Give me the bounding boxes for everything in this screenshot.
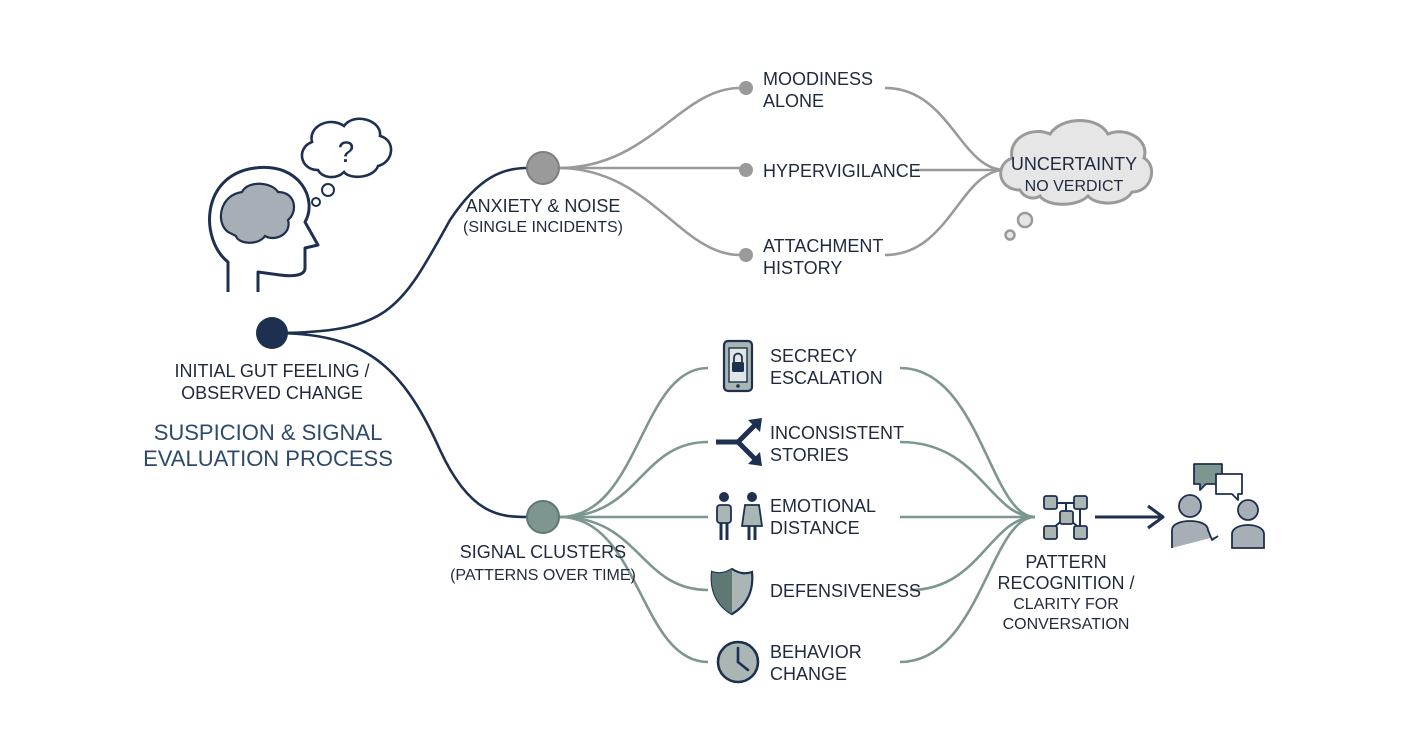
pattern-label-line1: PATTERN: [1025, 552, 1106, 572]
noise-node: [526, 151, 560, 185]
connector-moodiness-to-cloud: [884, 86, 1006, 172]
signals-node: [526, 500, 560, 534]
connector-inconsistent-to-pattern: [899, 440, 1036, 519]
signals-label-line2: (PATTERNS OVER TIME): [450, 567, 636, 584]
secrecy-label-line2: ESCALATION: [770, 368, 883, 388]
behavior-label-line1: BEHAVIOR: [770, 642, 862, 662]
page-title-line2: EVALUATION PROCESS: [143, 446, 393, 471]
attachment-label-line1: ATTACHMENT: [763, 236, 883, 256]
defensiveness-label: DEFENSIVENESS: [770, 581, 921, 601]
connector-noise-to-attachment: [557, 166, 741, 257]
hypervigilance-dot: [739, 163, 753, 177]
connector-signals-to-defensiveness: [559, 515, 709, 592]
emotional-label-line1: EMOTIONAL: [770, 496, 876, 516]
question-cloud-icon: [300, 117, 393, 179]
moodiness-label-line1: MOODINESS: [763, 69, 873, 89]
start-node: [256, 317, 288, 349]
uncertainty-cloud: UNCERTAINTY NO VERDICT: [999, 119, 1154, 241]
uncertainty-label-line1: UNCERTAINTY: [1011, 154, 1137, 174]
connector-defensiveness-to-pattern: [909, 515, 1036, 592]
pattern-network-icon: [1043, 495, 1088, 540]
phone-lock-icon: [722, 339, 754, 393]
cloud-icon: [999, 119, 1154, 206]
connector-attachment-to-cloud: [884, 168, 1006, 257]
connector-behavior-to-pattern: [899, 515, 1036, 664]
attachment-dot: [739, 248, 753, 262]
inconsistent-label-line2: STORIES: [770, 445, 849, 465]
attachment-label-line2: HISTORY: [763, 258, 842, 278]
connector-signals-to-inconsistent: [559, 440, 709, 519]
shield-icon: [710, 567, 754, 616]
noise-label-line1: ANXIETY & NOISE: [466, 196, 621, 216]
start-label-line1: INITIAL GUT FEELING /: [174, 361, 369, 381]
moodiness-dot: [739, 81, 753, 95]
emotional-label-line2: DISTANCE: [770, 518, 860, 538]
signals-label-line1: SIGNAL CLUSTERS: [460, 542, 626, 562]
hypervigilance-label: HYPERVIGILANCE: [763, 161, 921, 181]
diverging-arrows-icon: [716, 418, 762, 466]
connector-start-to-noise: [271, 166, 528, 335]
two-people-icon: [716, 492, 764, 540]
moodiness-label-line2: ALONE: [763, 91, 824, 111]
behavior-label-line2: CHANGE: [770, 664, 847, 684]
connector-signals-to-secrecy: [559, 366, 709, 519]
pattern-label-line2: RECOGNITION /: [997, 573, 1134, 593]
connector-secrecy-to-pattern: [899, 366, 1036, 519]
connector-start-to-signals: [271, 331, 528, 519]
start-label-line2: OBSERVED CHANGE: [181, 383, 363, 403]
connectors: [271, 86, 1165, 664]
inconsistent-label-line1: INCONSISTENT: [770, 423, 904, 443]
noise-label-line2: (SINGLE INCIDENTS): [463, 219, 623, 236]
pattern-label-line3: CLARITY FOR: [1013, 596, 1119, 613]
clock-icon: [716, 640, 760, 684]
arrow-head-icon: [1147, 504, 1165, 530]
thinking-head-icon: ?: [208, 117, 393, 292]
conversation-icon: [1171, 463, 1265, 549]
secrecy-label-line1: SECRECY: [770, 346, 857, 366]
uncertainty-label-line2: NO VERDICT: [1025, 178, 1124, 195]
page-title-line1: SUSPICION & SIGNAL: [154, 420, 383, 445]
connector-signals-to-behavior: [559, 515, 709, 664]
pattern-label-line4: CONVERSATION: [1003, 616, 1130, 633]
connector-noise-to-moodiness: [557, 86, 741, 170]
brain-icon: [219, 182, 296, 244]
svg-text:?: ?: [338, 136, 355, 169]
